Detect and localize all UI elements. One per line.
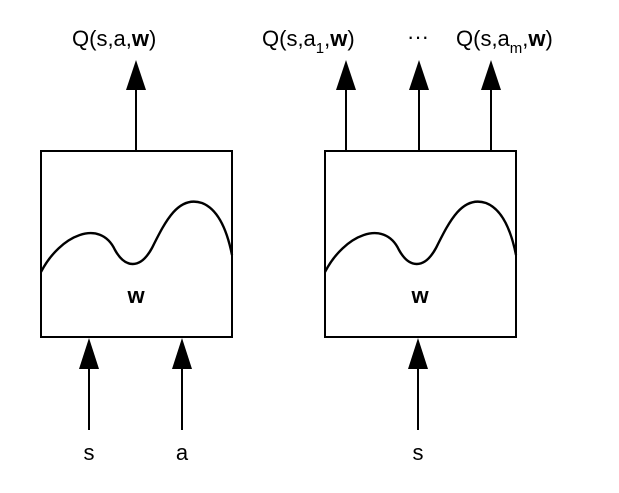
right-network: Q(s,a1,w) ··· Q(s,am,w) w s [262, 24, 553, 465]
left-network: Q(s,a,w) w s a [39, 26, 234, 465]
right-input-s-arrow-head [408, 338, 428, 369]
right-output-ellipsis: ··· [407, 24, 429, 49]
left-weight-label: w [126, 283, 145, 308]
right-weight-label: w [410, 283, 429, 308]
left-input-s-arrow-head [79, 338, 99, 369]
right-output-1-arrow-head [336, 60, 356, 90]
left-function-curve [39, 200, 234, 273]
right-output-first-label: Q(s,a1,w) [262, 26, 355, 57]
right-output-m-arrow-head [481, 60, 501, 90]
right-network-box [324, 150, 517, 338]
left-output-arrow-head [126, 60, 146, 90]
right-input-s-label: s [413, 440, 424, 465]
right-output-2-arrow-head [409, 60, 429, 90]
right-output-last-label: Q(s,am,w) [456, 26, 553, 57]
left-input-s-label: s [84, 440, 95, 465]
left-input-a-arrow-head [172, 338, 192, 369]
right-function-curve [323, 200, 518, 273]
left-network-box [40, 150, 233, 338]
left-output-label: Q(s,a,w) [72, 26, 156, 51]
left-input-a-label: a [176, 440, 189, 465]
